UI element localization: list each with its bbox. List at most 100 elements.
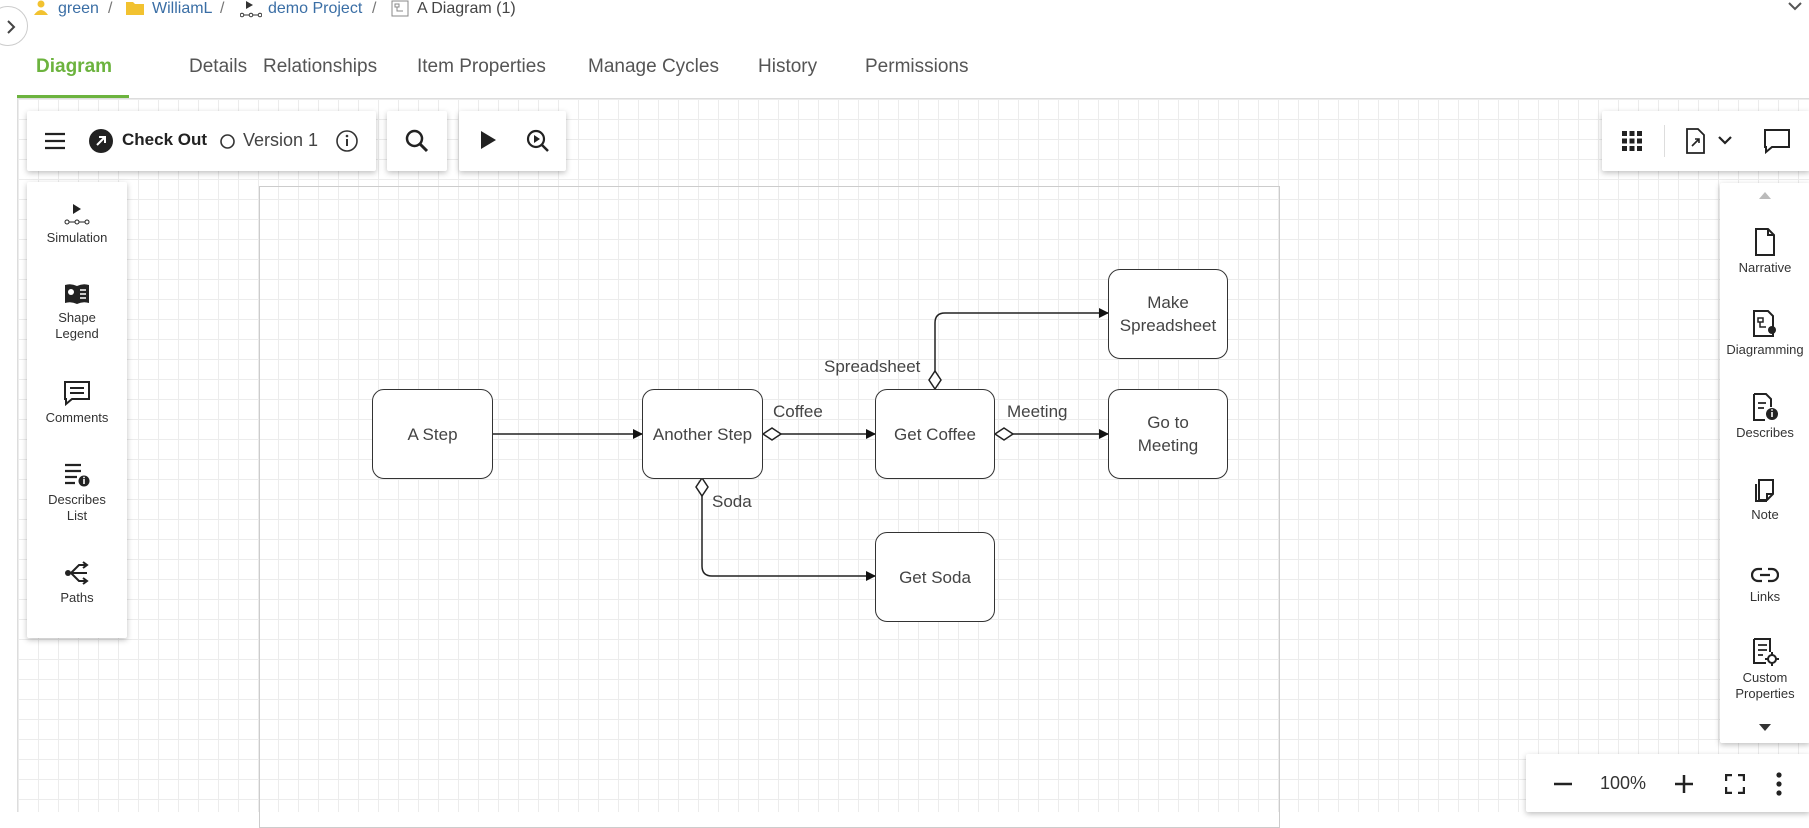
user-group-icon — [32, 0, 50, 21]
scroll-down-icon[interactable] — [1757, 723, 1773, 733]
zoom-level: 100% — [1600, 773, 1647, 793]
note-button[interactable]: Note — [1720, 475, 1809, 523]
edge-label-meeting: Meeting — [1007, 402, 1068, 421]
simulation-icon — [64, 204, 90, 225]
links-button[interactable]: Links — [1720, 565, 1809, 605]
chevron-down-icon[interactable] — [1717, 135, 1733, 147]
menu-icon[interactable] — [43, 131, 67, 151]
chat-icon[interactable] — [1763, 128, 1791, 154]
breadcrumb-green[interactable]: green — [58, 0, 99, 17]
main-toolbar: Check Out Version 1 — [27, 111, 376, 171]
edge-label-coffee: Coffee — [773, 402, 823, 421]
tab-item-properties[interactable]: Item Properties — [417, 56, 546, 77]
decision-diamond-soda — [695, 476, 709, 498]
zoom-in-icon[interactable] — [1674, 774, 1694, 794]
diagramming-icon — [1753, 310, 1776, 337]
node-a-step[interactable]: A Step — [372, 389, 493, 479]
note-label: Note — [1751, 507, 1779, 522]
custom-properties-icon — [1753, 638, 1779, 666]
edge-spreadsheet[interactable] — [934, 308, 1109, 389]
scroll-up-icon[interactable] — [1757, 190, 1773, 200]
edge-label-spreadsheet: Spreadsheet — [824, 357, 921, 376]
active-tab-indicator — [17, 95, 129, 98]
toolbar-divider — [1664, 125, 1665, 157]
export-document-icon[interactable] — [1684, 128, 1706, 154]
breadcrumb-separator: / — [108, 0, 113, 17]
tab-relationships[interactable]: Relationships — [263, 56, 378, 77]
links-label: Links — [1749, 589, 1781, 604]
diagram-icon — [391, 0, 409, 22]
tab-manage-cycles[interactable]: Manage Cycles — [588, 56, 719, 77]
search-icon[interactable] — [404, 128, 430, 154]
link-icon — [1751, 567, 1779, 583]
simulation-button[interactable]: Simulation — [27, 202, 127, 246]
describes-list-icon — [65, 463, 90, 487]
describes-label: Describes — [1736, 425, 1794, 440]
describes-button[interactable]: Describes — [1720, 393, 1809, 441]
node-another-step[interactable]: Another Step — [642, 389, 763, 479]
paths-button[interactable]: Paths — [27, 560, 127, 606]
shape-legend-icon — [65, 284, 89, 304]
diagramming-button[interactable]: Diagramming — [1720, 310, 1809, 358]
check-out-icon — [89, 129, 113, 153]
document-icon — [1755, 228, 1775, 256]
node-get-coffee[interactable]: Get Coffee — [875, 389, 995, 479]
tab-details[interactable]: Details — [189, 56, 248, 77]
fullscreen-icon[interactable] — [1725, 774, 1745, 794]
diagramming-label: Diagramming — [1726, 342, 1804, 357]
node-go-to-meeting[interactable]: Go to Meeting — [1108, 389, 1228, 479]
tab-history[interactable]: History — [758, 56, 818, 77]
breadcrumb-separator: / — [220, 0, 225, 17]
info-icon[interactable] — [335, 129, 359, 153]
edge-label-soda: Soda — [712, 492, 752, 511]
zoom-toolbar: 100% — [1526, 754, 1809, 812]
more-options-icon[interactable] — [1776, 772, 1782, 796]
shape-legend-label: Shape Legend — [55, 310, 99, 341]
decision-diamond-spreadsheet — [928, 369, 942, 391]
project-icon — [239, 0, 263, 23]
custom-properties-button[interactable]: Custom Properties — [1720, 638, 1809, 702]
note-icon — [1755, 479, 1774, 502]
breadcrumb-williaml[interactable]: WilliamL — [152, 0, 213, 17]
play-search-icon[interactable] — [525, 128, 551, 154]
narrative-button[interactable]: Narrative — [1720, 228, 1809, 276]
shape-legend-button[interactable]: Shape Legend — [27, 282, 127, 342]
comments-button[interactable]: Comments — [27, 380, 127, 426]
tab-bar: Diagram Details Relationships Item Prope… — [17, 40, 1809, 99]
breadcrumb-separator: / — [372, 0, 377, 17]
edge-soda[interactable] — [701, 478, 876, 581]
narrative-label: Narrative — [1738, 260, 1792, 275]
paths-icon — [65, 561, 89, 585]
tab-permissions[interactable]: Permissions — [865, 56, 969, 77]
describes-list-button[interactable]: Describes List — [27, 462, 127, 524]
node-get-soda[interactable]: Get Soda — [875, 532, 995, 622]
left-tools-panel: Simulation Shape Legend Comments Describ… — [27, 182, 127, 638]
decision-diamond-coffee — [761, 427, 783, 441]
diagram-canvas[interactable]: Check Out Version 1 Simulation Shape Leg… — [17, 99, 1809, 828]
diagram-connectors — [493, 308, 1109, 581]
describes-list-label: Describes List — [48, 492, 106, 523]
folder-icon — [125, 0, 145, 21]
decision-diamond-meeting — [993, 427, 1015, 441]
expand-sidebar-button[interactable] — [0, 6, 28, 46]
apps-grid-icon[interactable] — [1621, 130, 1643, 152]
chevron-right-icon — [7, 20, 16, 34]
check-out-label: Check Out — [122, 130, 208, 149]
breadcrumb-current: A Diagram (1) — [417, 0, 516, 17]
right-tools-panel: Narrative Diagramming Describes Note Lin… — [1720, 183, 1809, 743]
paths-label: Paths — [60, 590, 94, 605]
search-toolbar — [387, 111, 447, 171]
custom-properties-label: Custom Properties — [1735, 670, 1795, 701]
right-toolbar — [1602, 111, 1809, 171]
chevron-down-icon[interactable] — [1786, 0, 1804, 19]
version-radio-icon — [220, 134, 235, 149]
breadcrumb-project[interactable]: demo Project — [268, 0, 363, 17]
simulation-toolbar — [459, 111, 566, 171]
simulation-label: Simulation — [46, 230, 108, 245]
zoom-out-icon[interactable] — [1553, 782, 1573, 786]
play-icon[interactable] — [477, 129, 499, 151]
breadcrumb: green / WilliamL / demo Project / A Diag… — [0, 0, 1809, 22]
version-label: Version 1 — [243, 130, 319, 150]
node-make-spreadsheet[interactable]: Make Spreadsheet — [1108, 269, 1228, 359]
tab-diagram[interactable]: Diagram — [36, 56, 113, 77]
